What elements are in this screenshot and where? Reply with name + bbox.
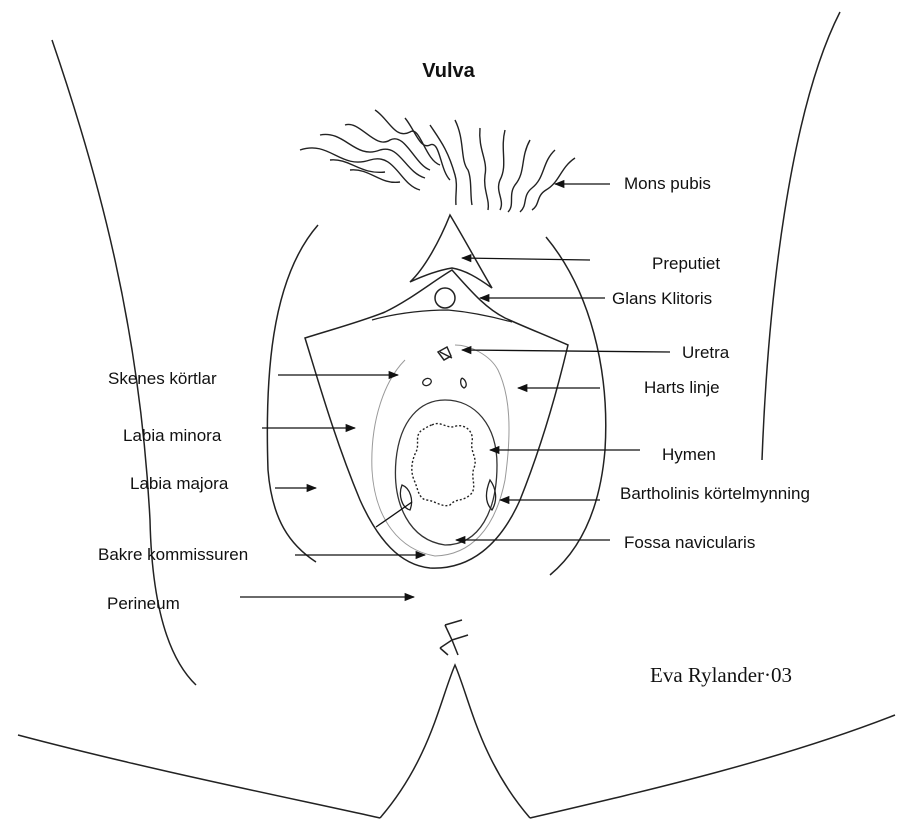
label-bartholinis: Bartholinis körtelmynning [620,484,810,504]
right-labia-majora-outline [546,237,606,575]
left-labia-majora-outline [267,225,318,562]
label-bakre-kommissuren: Bakre kommissuren [98,545,248,565]
label-preputiet: Preputiet [652,254,720,274]
anus-mark [440,620,468,655]
labia-minora-outline [305,270,568,568]
pubic-hair [300,110,575,212]
glans-clitoris [435,288,455,308]
author-credit: Eva Rylander·03 [650,663,792,688]
label-fossa-navicularis: Fossa navicularis [624,533,755,553]
label-labia-minora: Labia minora [123,426,221,446]
prepuce-outline [410,215,492,288]
hymen-outline [412,424,475,506]
label-harts-linje: Harts linje [644,378,720,398]
vestibule-outline [395,400,497,545]
arrow-preputiet [462,258,590,260]
label-labia-majora: Labia majora [130,474,228,494]
bartholin-pointer-line [376,502,412,527]
label-mons-pubis: Mons pubis [624,174,711,194]
arrows [240,184,670,597]
glans-fold [372,310,512,322]
label-hymen: Hymen [662,445,716,465]
left-thigh-outline [52,40,196,685]
skene-gland-left [423,378,432,385]
label-skenes-kortlar: Skenes körtlar [108,369,217,389]
urethra-mark [438,347,452,360]
skene-gland-right [461,378,466,388]
label-uretra: Uretra [682,343,729,363]
harts-line [372,345,509,556]
label-perineum: Perineum [107,594,180,614]
diagram-title: Vulva [0,60,897,83]
label-glans-klitoris: Glans Klitoris [612,289,712,309]
